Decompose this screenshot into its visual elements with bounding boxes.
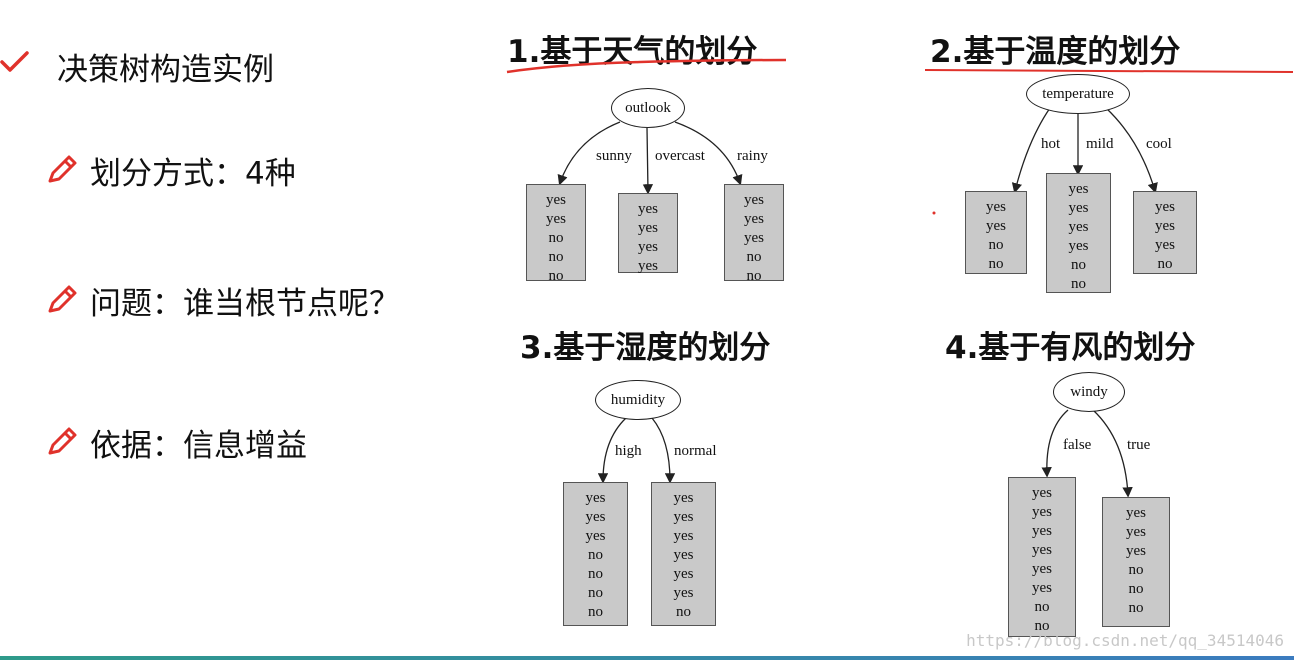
pencil-icon bbox=[48, 285, 77, 313]
pencil-icon bbox=[48, 155, 77, 183]
leaf-value: yes bbox=[744, 192, 764, 208]
checkmark-icon bbox=[0, 51, 29, 72]
leaf-value: yes bbox=[1068, 219, 1089, 235]
leaf-value: yes bbox=[1155, 237, 1175, 253]
leaf-value: no bbox=[1071, 257, 1086, 273]
leaf-value: yes bbox=[1155, 199, 1175, 215]
leaf-false: yes yes yes yes yes yes no no bbox=[1008, 477, 1076, 637]
edge-label-hot: hot bbox=[1041, 136, 1061, 152]
bullet-basis: 依据：信息增益 bbox=[90, 428, 307, 464]
leaf-value: no bbox=[588, 585, 603, 601]
section-title-temperature: 2.基于温度的划分 bbox=[930, 34, 1181, 70]
leaf-value: yes bbox=[744, 211, 764, 227]
leaf-value: yes bbox=[1068, 181, 1089, 197]
leaf-mild: yes yes yes yes no no bbox=[1046, 173, 1111, 293]
leaf-value: yes bbox=[585, 528, 606, 544]
leaf-value: no bbox=[588, 547, 603, 563]
leaf-value: yes bbox=[673, 509, 694, 525]
leaf-value: no bbox=[1071, 276, 1086, 292]
node-outlook: outlook bbox=[611, 88, 685, 128]
bottom-bar bbox=[0, 656, 1294, 660]
leaf-value: yes bbox=[1126, 524, 1146, 540]
leaf-value: yes bbox=[673, 528, 694, 544]
section-title-humidity: 3.基于湿度的划分 bbox=[520, 330, 771, 366]
leaf-value: yes bbox=[1068, 200, 1089, 216]
pencil-icon bbox=[48, 427, 77, 455]
edge-label-cool: cool bbox=[1146, 136, 1172, 152]
leaf-value: no bbox=[988, 256, 1004, 272]
leaf-value: yes bbox=[1155, 218, 1175, 234]
leaf-value: yes bbox=[986, 218, 1006, 234]
leaf-value: yes bbox=[1032, 504, 1052, 520]
leaf-value: yes bbox=[673, 566, 694, 582]
leaf-normal: yes yes yes yes yes yes no bbox=[651, 482, 716, 626]
node-humidity: humidity bbox=[595, 380, 681, 420]
leaf-value: no bbox=[588, 604, 603, 620]
edge-normal bbox=[651, 417, 676, 484]
edge-label-mild: mild bbox=[1086, 136, 1114, 152]
leaf-value: yes bbox=[638, 239, 658, 255]
leaf-value: yes bbox=[1068, 238, 1089, 254]
leaf-rainy: yes yes yes no no bbox=[724, 184, 784, 284]
leaf-value: no bbox=[1034, 599, 1050, 615]
leaf-value: yes bbox=[673, 585, 694, 601]
leaf-value: no bbox=[548, 249, 564, 265]
watermark: https://blog.csdn.net/qq_34514046 bbox=[966, 631, 1284, 650]
bullet-split-methods: 划分方式：4种 bbox=[90, 156, 296, 192]
leaf-value: yes bbox=[986, 199, 1006, 215]
leaf-value: no bbox=[746, 268, 762, 284]
leaf-value: yes bbox=[1032, 580, 1052, 596]
node-temperature: temperature bbox=[1026, 74, 1130, 114]
leaf-value: no bbox=[746, 249, 762, 265]
bullet-question: 问题：谁当根节点呢？ bbox=[90, 286, 400, 322]
leaf-value: no bbox=[548, 268, 564, 284]
leaf-value: yes bbox=[638, 201, 658, 217]
leaf-hot: yes yes no no bbox=[965, 191, 1027, 274]
leaf-value: no bbox=[588, 566, 603, 582]
slide-title: 决策树构造实例 bbox=[57, 52, 274, 88]
edge-label-normal: normal bbox=[674, 443, 717, 459]
leaf-value: yes bbox=[1126, 543, 1146, 559]
leaf-value: yes bbox=[1126, 505, 1146, 521]
leaf-high: yes yes yes no no no no bbox=[563, 482, 628, 626]
leaf-value: no bbox=[1128, 562, 1144, 578]
leaf-value: yes bbox=[585, 490, 606, 506]
leaf-value: yes bbox=[546, 192, 566, 208]
section-title-outlook: 1.基于天气的划分 bbox=[507, 34, 758, 70]
leaf-value: yes bbox=[744, 230, 764, 246]
edge-true bbox=[1092, 409, 1133, 498]
leaf-sunny: yes yes no no no bbox=[526, 184, 586, 284]
edge-label-high: high bbox=[615, 443, 642, 459]
edge-overcast bbox=[642, 127, 654, 195]
leaf-value: no bbox=[1034, 618, 1050, 634]
leaf-value: no bbox=[548, 230, 564, 246]
leaf-value: no bbox=[988, 237, 1004, 253]
leaf-overcast: yes yes yes yes bbox=[618, 193, 678, 274]
leaf-value: no bbox=[676, 604, 691, 620]
edge-label-sunny: sunny bbox=[596, 148, 632, 164]
leaf-value: yes bbox=[638, 258, 658, 274]
leaf-value: yes bbox=[546, 211, 566, 227]
leaf-value: yes bbox=[1032, 485, 1052, 501]
edge-label-false: false bbox=[1063, 437, 1092, 453]
leaf-true: yes yes yes no no no bbox=[1102, 497, 1170, 627]
leaf-value: no bbox=[1128, 600, 1144, 616]
stray-dot bbox=[932, 211, 936, 215]
leaf-cool: yes yes yes no bbox=[1133, 191, 1197, 274]
leaf-value: yes bbox=[585, 509, 606, 525]
edge-label-rainy: rainy bbox=[737, 148, 768, 164]
leaf-value: no bbox=[1128, 581, 1144, 597]
edge-label-overcast: overcast bbox=[655, 148, 705, 164]
leaf-value: yes bbox=[1032, 561, 1052, 577]
leaf-value: no bbox=[1157, 256, 1173, 272]
leaf-value: yes bbox=[673, 547, 694, 563]
leaf-value: yes bbox=[673, 490, 694, 506]
leaf-value: yes bbox=[638, 220, 658, 236]
edge-label-true: true bbox=[1127, 437, 1151, 453]
node-windy: windy bbox=[1053, 372, 1125, 412]
leaf-value: yes bbox=[1032, 542, 1052, 558]
leaf-value: yes bbox=[1032, 523, 1052, 539]
section-title-windy: 4.基于有风的划分 bbox=[945, 330, 1196, 366]
